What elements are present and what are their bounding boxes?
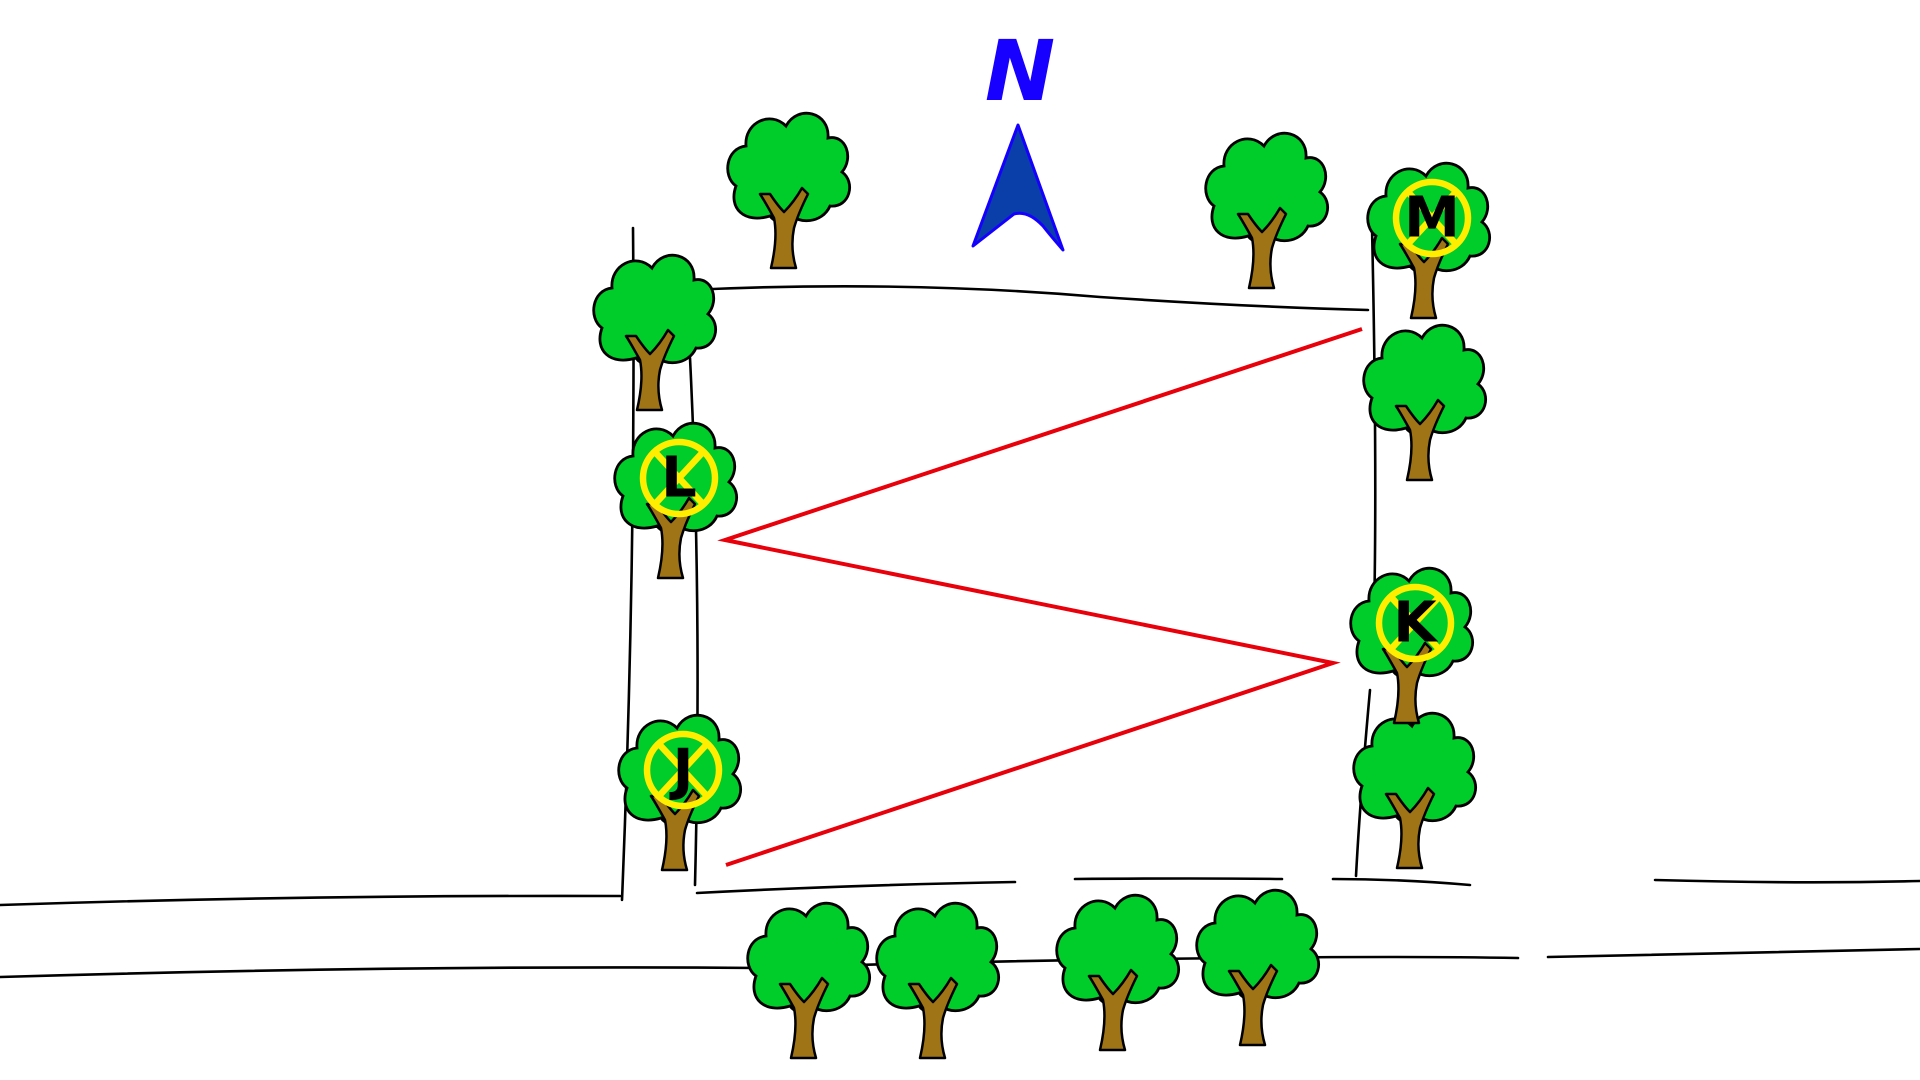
marker-label-j: J	[669, 738, 694, 803]
marker-label-l: L	[661, 446, 697, 511]
tree-trunk	[1384, 786, 1436, 870]
marker-cross	[1405, 189, 1459, 247]
tree	[746, 901, 872, 1060]
marker-ring	[1375, 583, 1455, 663]
marked-tree-l: L	[613, 421, 739, 580]
marker-ring	[643, 730, 723, 810]
tree	[1055, 893, 1181, 1052]
marked-tree-j: J	[617, 713, 743, 872]
tree-trunk	[1087, 968, 1139, 1052]
tree-canopy	[1055, 893, 1181, 1005]
tree-canopy	[1352, 711, 1478, 823]
tree-trunk	[778, 976, 830, 1060]
tree	[726, 111, 852, 270]
road-south-edge-east	[1546, 947, 1920, 959]
tree-trunk	[645, 496, 697, 580]
marker-label-m: M	[1404, 186, 1460, 251]
north-label: N	[985, 22, 1055, 120]
tree-canopy	[1195, 888, 1321, 1000]
marker-cross	[652, 449, 706, 507]
tree-canopy	[746, 901, 872, 1013]
tree-canopy	[726, 111, 852, 223]
tree	[1195, 888, 1321, 1047]
marker-cross	[1388, 594, 1442, 652]
road-north-edge-mid-2	[1073, 877, 1284, 881]
north-arrow-icon	[971, 123, 1065, 252]
tree-trunk	[624, 328, 676, 412]
plot-north-edge	[688, 284, 1370, 312]
tree	[875, 901, 1001, 1060]
tree-trunk	[1236, 206, 1288, 290]
north-arrow: N	[971, 22, 1065, 252]
tree-canopy	[1204, 131, 1330, 243]
trees-layer: M L K J	[592, 111, 1492, 1060]
sketch-lines	[0, 225, 1920, 979]
road-north-edge-mid-3	[1331, 877, 1472, 887]
road-north-edge-east	[1653, 878, 1920, 884]
tree-trunk	[1394, 398, 1446, 482]
tree-trunk	[907, 976, 959, 1060]
road-north-edge-mid-1	[695, 880, 1017, 895]
marker-ring	[639, 438, 719, 518]
road-north-edge-west	[0, 894, 622, 907]
tree-trunk	[1381, 641, 1433, 725]
route-path	[717, 327, 1363, 867]
tree	[592, 253, 718, 412]
marker-cross	[656, 741, 710, 799]
tree-canopy	[875, 901, 1001, 1013]
tree-trunk	[1227, 963, 1279, 1047]
tree-trunk	[758, 186, 810, 270]
tree	[1362, 323, 1488, 482]
marker-ring	[1392, 178, 1472, 258]
marked-tree-m: M	[1366, 161, 1492, 320]
tree-trunk	[1398, 236, 1450, 320]
marker-label-k: K	[1393, 591, 1439, 656]
marked-tree-k: K	[1349, 566, 1475, 725]
tree	[1352, 711, 1478, 870]
tree-canopy	[592, 253, 718, 365]
tree	[1204, 131, 1330, 290]
tree-canopy	[1362, 323, 1488, 435]
tree-trunk	[649, 788, 701, 872]
